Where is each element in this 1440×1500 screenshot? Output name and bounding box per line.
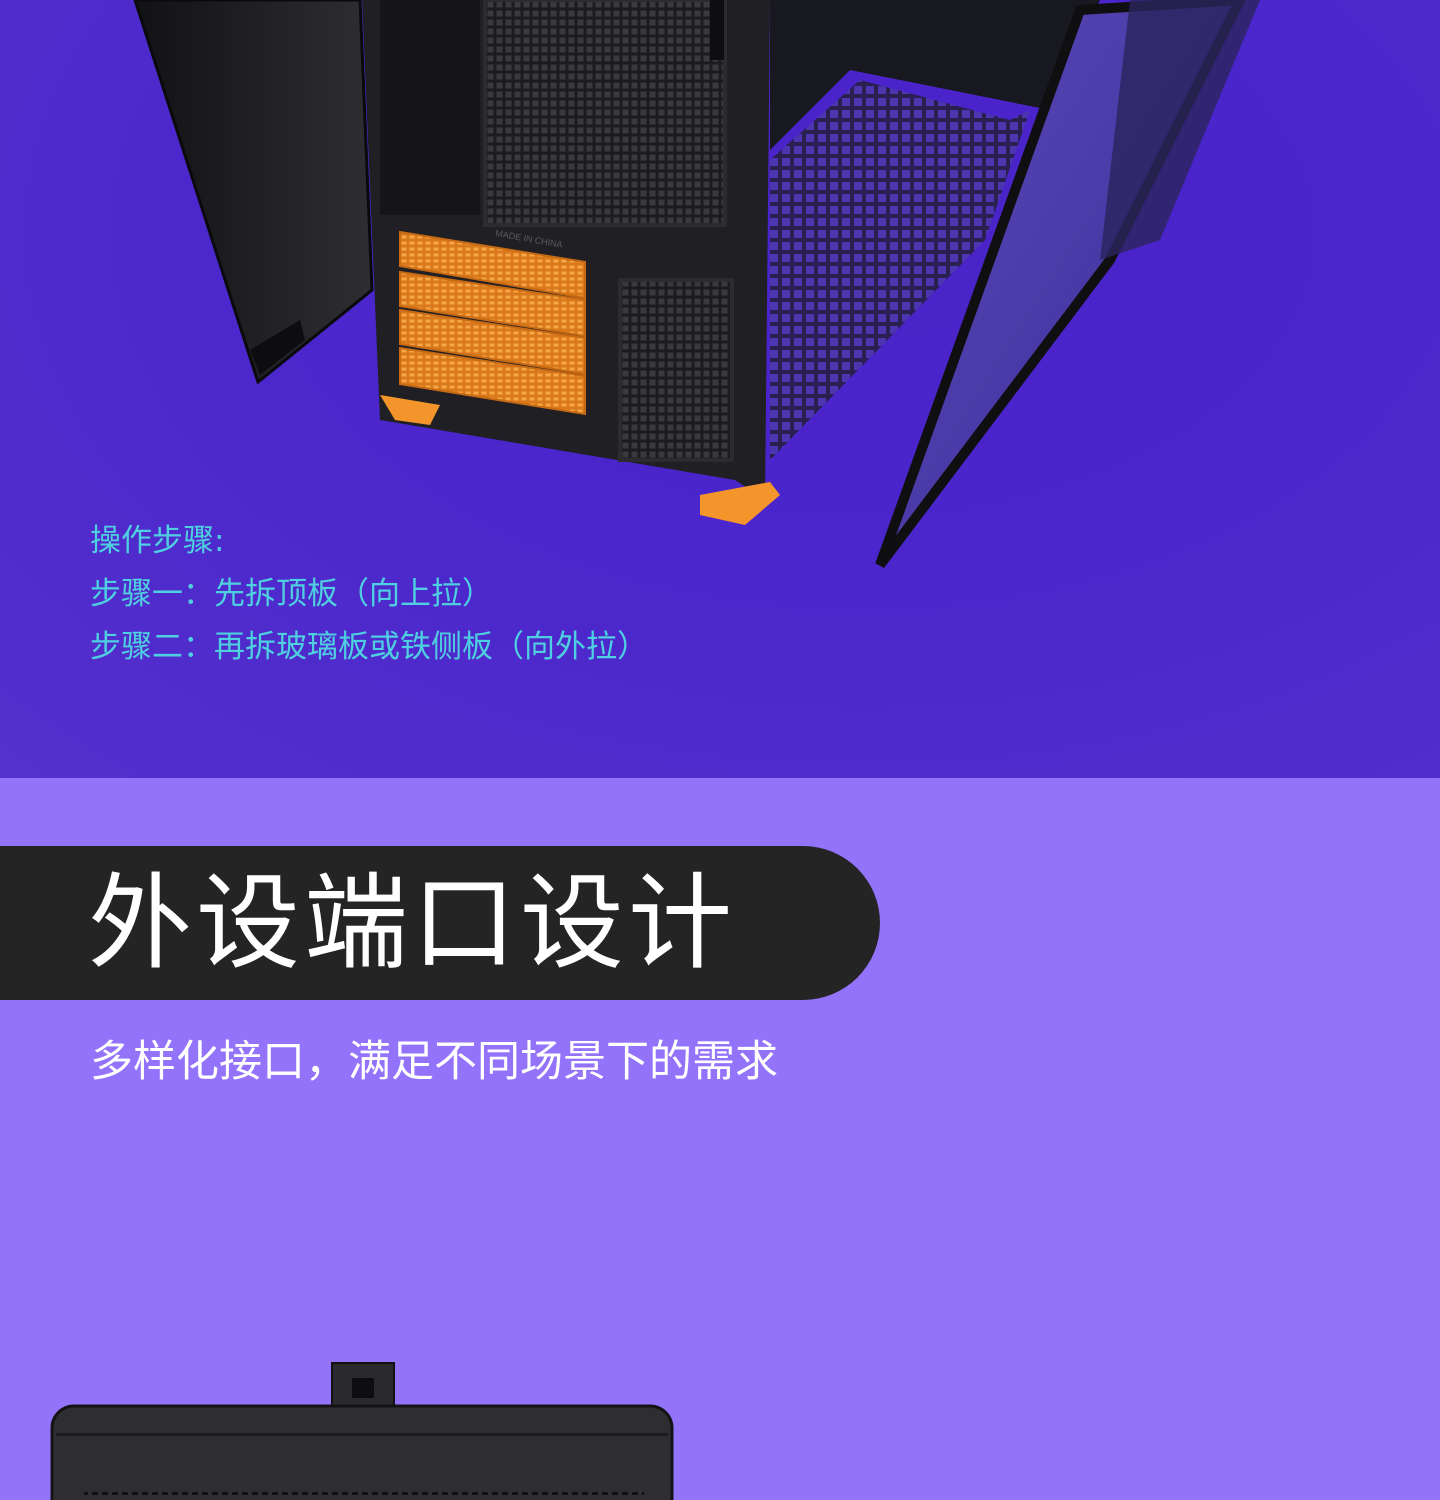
case-foot-right [700,482,780,525]
top-product-section: MADE IN CHINA 操作步骤: 步骤一：先拆顶板（向上拉） 步骤二：再拆… [0,0,1440,778]
title-banner [0,846,880,1000]
pc-case-illustration: MADE IN CHINA [133,0,1260,569]
steps-heading: 操作步骤: [90,523,225,559]
case-foot-left [380,395,440,425]
interior-floor-mesh [770,80,1030,460]
pci-slot-covers [399,230,586,416]
vent-strip [84,1492,644,1500]
rear-mesh-panel [483,0,727,227]
step-one: 步骤一：先拆顶板（向上拉） [90,576,493,612]
left-side-panel [133,0,374,385]
section-subtitle: 多样化接口，满足不同场景下的需求 [90,1037,778,1087]
top-panel-body [50,1404,674,1500]
psu-mesh [618,278,734,462]
io-panel-illustration [50,1362,674,1500]
section-title: 外设端口设计 [88,862,737,984]
io-port-section: 外设端口设计 多样化接口，满足不同场景下的需求 [0,778,1440,1500]
step-two: 步骤二：再拆玻璃板或铁侧板（向外拉） [90,629,648,665]
operation-steps: 操作步骤: 步骤一：先拆顶板（向上拉） 步骤二：再拆玻璃板或铁侧板（向外拉） [90,515,648,674]
